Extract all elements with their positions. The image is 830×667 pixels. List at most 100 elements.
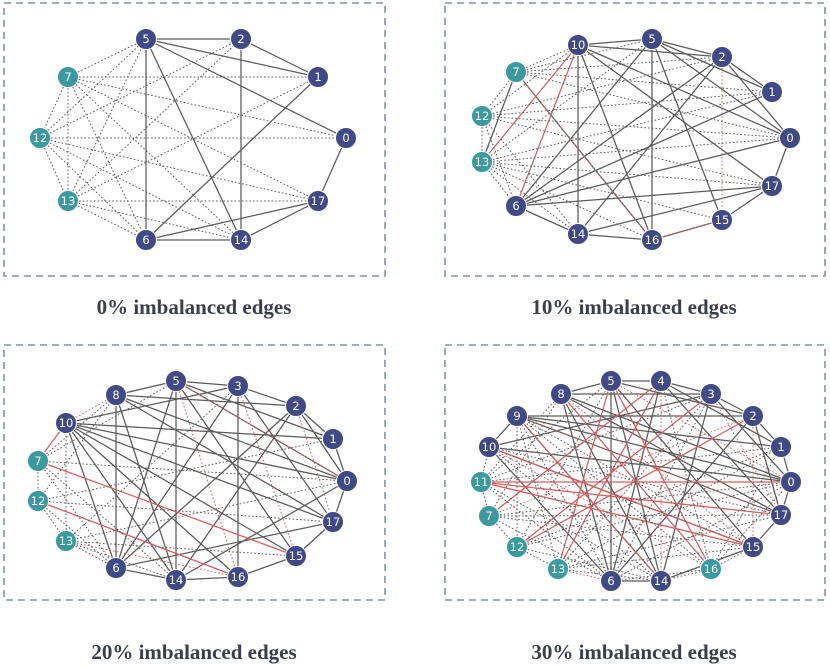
graph-node-7: 7 (505, 61, 527, 83)
node-circle (505, 61, 527, 83)
node-circle (135, 28, 157, 50)
graph-node-13: 13 (471, 151, 493, 173)
graph-node-7: 7 (478, 505, 500, 527)
graph-node-10: 10 (478, 436, 500, 458)
dotted-edge-11-8 (480, 393, 562, 483)
graph-node-1: 1 (770, 436, 792, 458)
node-circle (27, 450, 49, 472)
solid-edge-1-6 (145, 76, 319, 241)
node-label: 6 (142, 233, 149, 247)
node-label: 15 (289, 549, 304, 563)
node-label: 17 (774, 508, 789, 522)
dotted-edge-12-6 (37, 500, 117, 569)
node-circle (567, 223, 589, 245)
solid-edge-2-17 (752, 415, 782, 516)
node-circle (57, 190, 79, 212)
node-label: 13 (61, 194, 76, 208)
dotted-edge-7-8 (37, 394, 117, 462)
imbalanced-solid-edge-7-4 (488, 380, 662, 517)
graph-node-12: 12 (29, 127, 51, 149)
imbalanced-dotted-edge-8-15 (560, 393, 754, 548)
node-label: 1 (314, 70, 321, 84)
node-label: 10 (59, 416, 74, 430)
node-label: 9 (513, 409, 520, 423)
graph-node-0: 0 (336, 470, 358, 492)
dotted-edge-13-14 (481, 161, 579, 235)
node-circle (779, 127, 801, 149)
node-label: 12 (31, 494, 46, 508)
solid-edge-2-6 (515, 56, 723, 207)
node-circle (700, 558, 722, 580)
solid-edge-2-6 (610, 415, 754, 582)
node-circle (135, 229, 157, 251)
panel-border (444, 344, 826, 601)
solid-edge-17-6 (115, 521, 334, 569)
solid-edge-5-15 (175, 380, 297, 557)
solid-edge-5-0 (145, 38, 347, 139)
node-label: 13 (551, 562, 566, 576)
solid-edge-3-17 (237, 385, 334, 523)
dotted-edge-11-5 (480, 380, 612, 483)
dotted-edge-7-0 (67, 76, 347, 139)
node-circle (780, 471, 802, 493)
node-label: 11 (474, 475, 489, 489)
solid-edge-5-6 (115, 380, 177, 569)
dotted-edge-7-2 (515, 56, 723, 73)
node-label: 17 (311, 194, 326, 208)
solid-edge-10-2 (577, 44, 723, 58)
solid-edge-2-6 (115, 405, 297, 569)
dotted-edge-11-1 (480, 446, 782, 483)
node-circle (641, 229, 663, 251)
node-label: 6 (512, 199, 519, 213)
node-circle (285, 395, 307, 417)
dotted-edge-12-17 (37, 500, 334, 523)
node-circle (506, 536, 528, 558)
dotted-edge-7-5 (515, 38, 653, 73)
node-circle (471, 151, 493, 173)
node-label: 14 (571, 227, 586, 241)
graph-node-10: 10 (567, 34, 589, 56)
dotted-edge-7-17 (488, 514, 782, 517)
node-label: 12 (475, 109, 490, 123)
node-circle (55, 412, 77, 434)
node-circle (307, 190, 329, 212)
node-circle (470, 471, 492, 493)
node-circle (227, 566, 249, 588)
node-label: 7 (485, 509, 492, 523)
node-circle (742, 405, 764, 427)
node-circle (322, 511, 344, 533)
graph-node-2: 2 (285, 395, 307, 417)
node-circle (711, 209, 733, 231)
dotted-edge-12-10 (481, 44, 579, 117)
graph-node-14: 14 (650, 570, 672, 592)
solid-edge-7-13 (481, 71, 517, 163)
dotted-edge-13-3 (557, 393, 712, 570)
node-label: 5 (648, 32, 655, 46)
node-label: 0 (787, 475, 794, 489)
node-circle (600, 570, 622, 592)
panel-caption: 0% imbalanced edges (97, 295, 292, 319)
node-circle (165, 569, 187, 591)
solid-edge-16-14 (577, 233, 653, 241)
solid-edge-6-10 (488, 446, 612, 582)
imbalanced-solid-edge-12-2 (516, 415, 754, 548)
node-label: 5 (172, 374, 179, 388)
node-circle (567, 34, 589, 56)
node-label: 13 (475, 155, 490, 169)
node-circle (105, 384, 127, 406)
graph-node-17: 17 (770, 504, 792, 526)
imbalanced-solid-edge-10-15 (488, 446, 754, 548)
node-circle (105, 557, 127, 579)
solid-edge-10-16 (577, 44, 653, 241)
graph-node-11: 11 (470, 471, 492, 493)
graph-node-2: 2 (742, 405, 764, 427)
dotted-edge-12-17 (39, 137, 319, 202)
graph-node-6: 6 (600, 570, 622, 592)
node-circle (335, 127, 357, 149)
solid-edge-17-10 (65, 422, 334, 523)
node-label: 14 (654, 574, 669, 588)
graph-node-7: 7 (57, 66, 79, 88)
dotted-edge-13-15 (557, 546, 754, 570)
